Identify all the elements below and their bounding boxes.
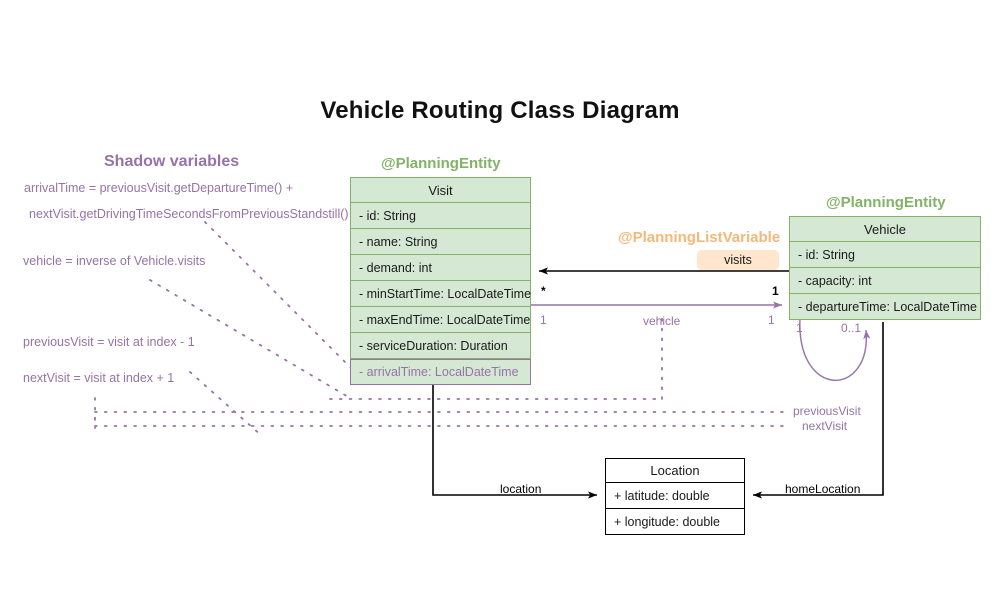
shadow-variables-heading: Shadow variables: [104, 153, 240, 170]
visit-class-name: Visit: [350, 177, 531, 203]
visit-attr-max-end-time: - maxEndTime: LocalDateTime: [350, 307, 531, 333]
visits-badge[interactable]: visits: [697, 250, 779, 270]
planning-list-variable-stereotype: @PlanningListVariable: [618, 229, 781, 246]
vehicle-attr-id: - id: String: [789, 242, 981, 268]
class-box-location[interactable]: Location + latitude: double + longitude:…: [605, 458, 745, 535]
vehicle-attr-capacity: - capacity: int: [789, 268, 981, 294]
visit-attr-arrival-time: - arrivalTime: LocalDateTime: [350, 359, 531, 385]
location-class-name: Location: [605, 458, 745, 483]
visit-attr-id: - id: String: [350, 203, 531, 229]
class-box-visit[interactable]: Visit - id: String - name: String - dema…: [350, 177, 531, 385]
edge-location: [432, 382, 597, 499]
shadow-note-arrival-time-1: arrivalTime = previousVisit.getDeparture…: [24, 181, 294, 195]
location-attr-latitude: + latitude: double: [605, 483, 745, 509]
shadow-note-arrival-time-2: nextVisit.getDrivingTimeSecondsFromPrevi…: [29, 207, 349, 221]
visit-attr-service-duration: - serviceDuration: Duration: [350, 333, 531, 359]
class-box-vehicle[interactable]: Vehicle - id: String - capacity: int - d…: [789, 216, 981, 320]
edge-previous-visit: [94, 397, 791, 429]
visit-stereotype: @PlanningEntity: [381, 155, 501, 172]
self-loop-multiplicity-right: 0..1: [841, 321, 862, 335]
location-role-label: location: [500, 482, 542, 496]
shadow-note-next-visit: nextVisit = visit at index + 1: [23, 371, 175, 385]
page-title: Vehicle Routing Class Diagram: [320, 97, 680, 124]
vehicle-source-multiplicity: 1: [540, 313, 547, 327]
visit-attr-min-start-time: - minStartTime: LocalDateTime: [350, 281, 531, 307]
visit-attr-demand: - demand: int: [350, 255, 531, 281]
previous-visit-role-label: previousVisit: [793, 404, 861, 418]
vehicle-target-multiplicity: 1: [768, 313, 775, 327]
next-visit-role-label: nextVisit: [802, 419, 848, 433]
visits-source-multiplicity: *: [541, 284, 546, 298]
self-loop-multiplicity-left: 1: [796, 321, 803, 335]
location-attr-longitude: + longitude: double: [605, 509, 745, 535]
vehicle-stereotype: @PlanningEntity: [826, 194, 946, 211]
visit-attr-name: - name: String: [350, 229, 531, 255]
shadow-note-previous-visit: previousVisit = visit at index - 1: [23, 335, 195, 349]
home-location-role-label: homeLocation: [785, 482, 861, 496]
shadow-note-vehicle: vehicle = inverse of Vehicle.visits: [23, 254, 206, 268]
vehicle-role-label: vehicle: [643, 314, 681, 328]
vehicle-class-name: Vehicle: [789, 216, 981, 242]
visits-target-multiplicity: 1: [772, 284, 779, 298]
vehicle-attr-departure-time: - departureTime: LocalDateTime: [789, 294, 981, 320]
